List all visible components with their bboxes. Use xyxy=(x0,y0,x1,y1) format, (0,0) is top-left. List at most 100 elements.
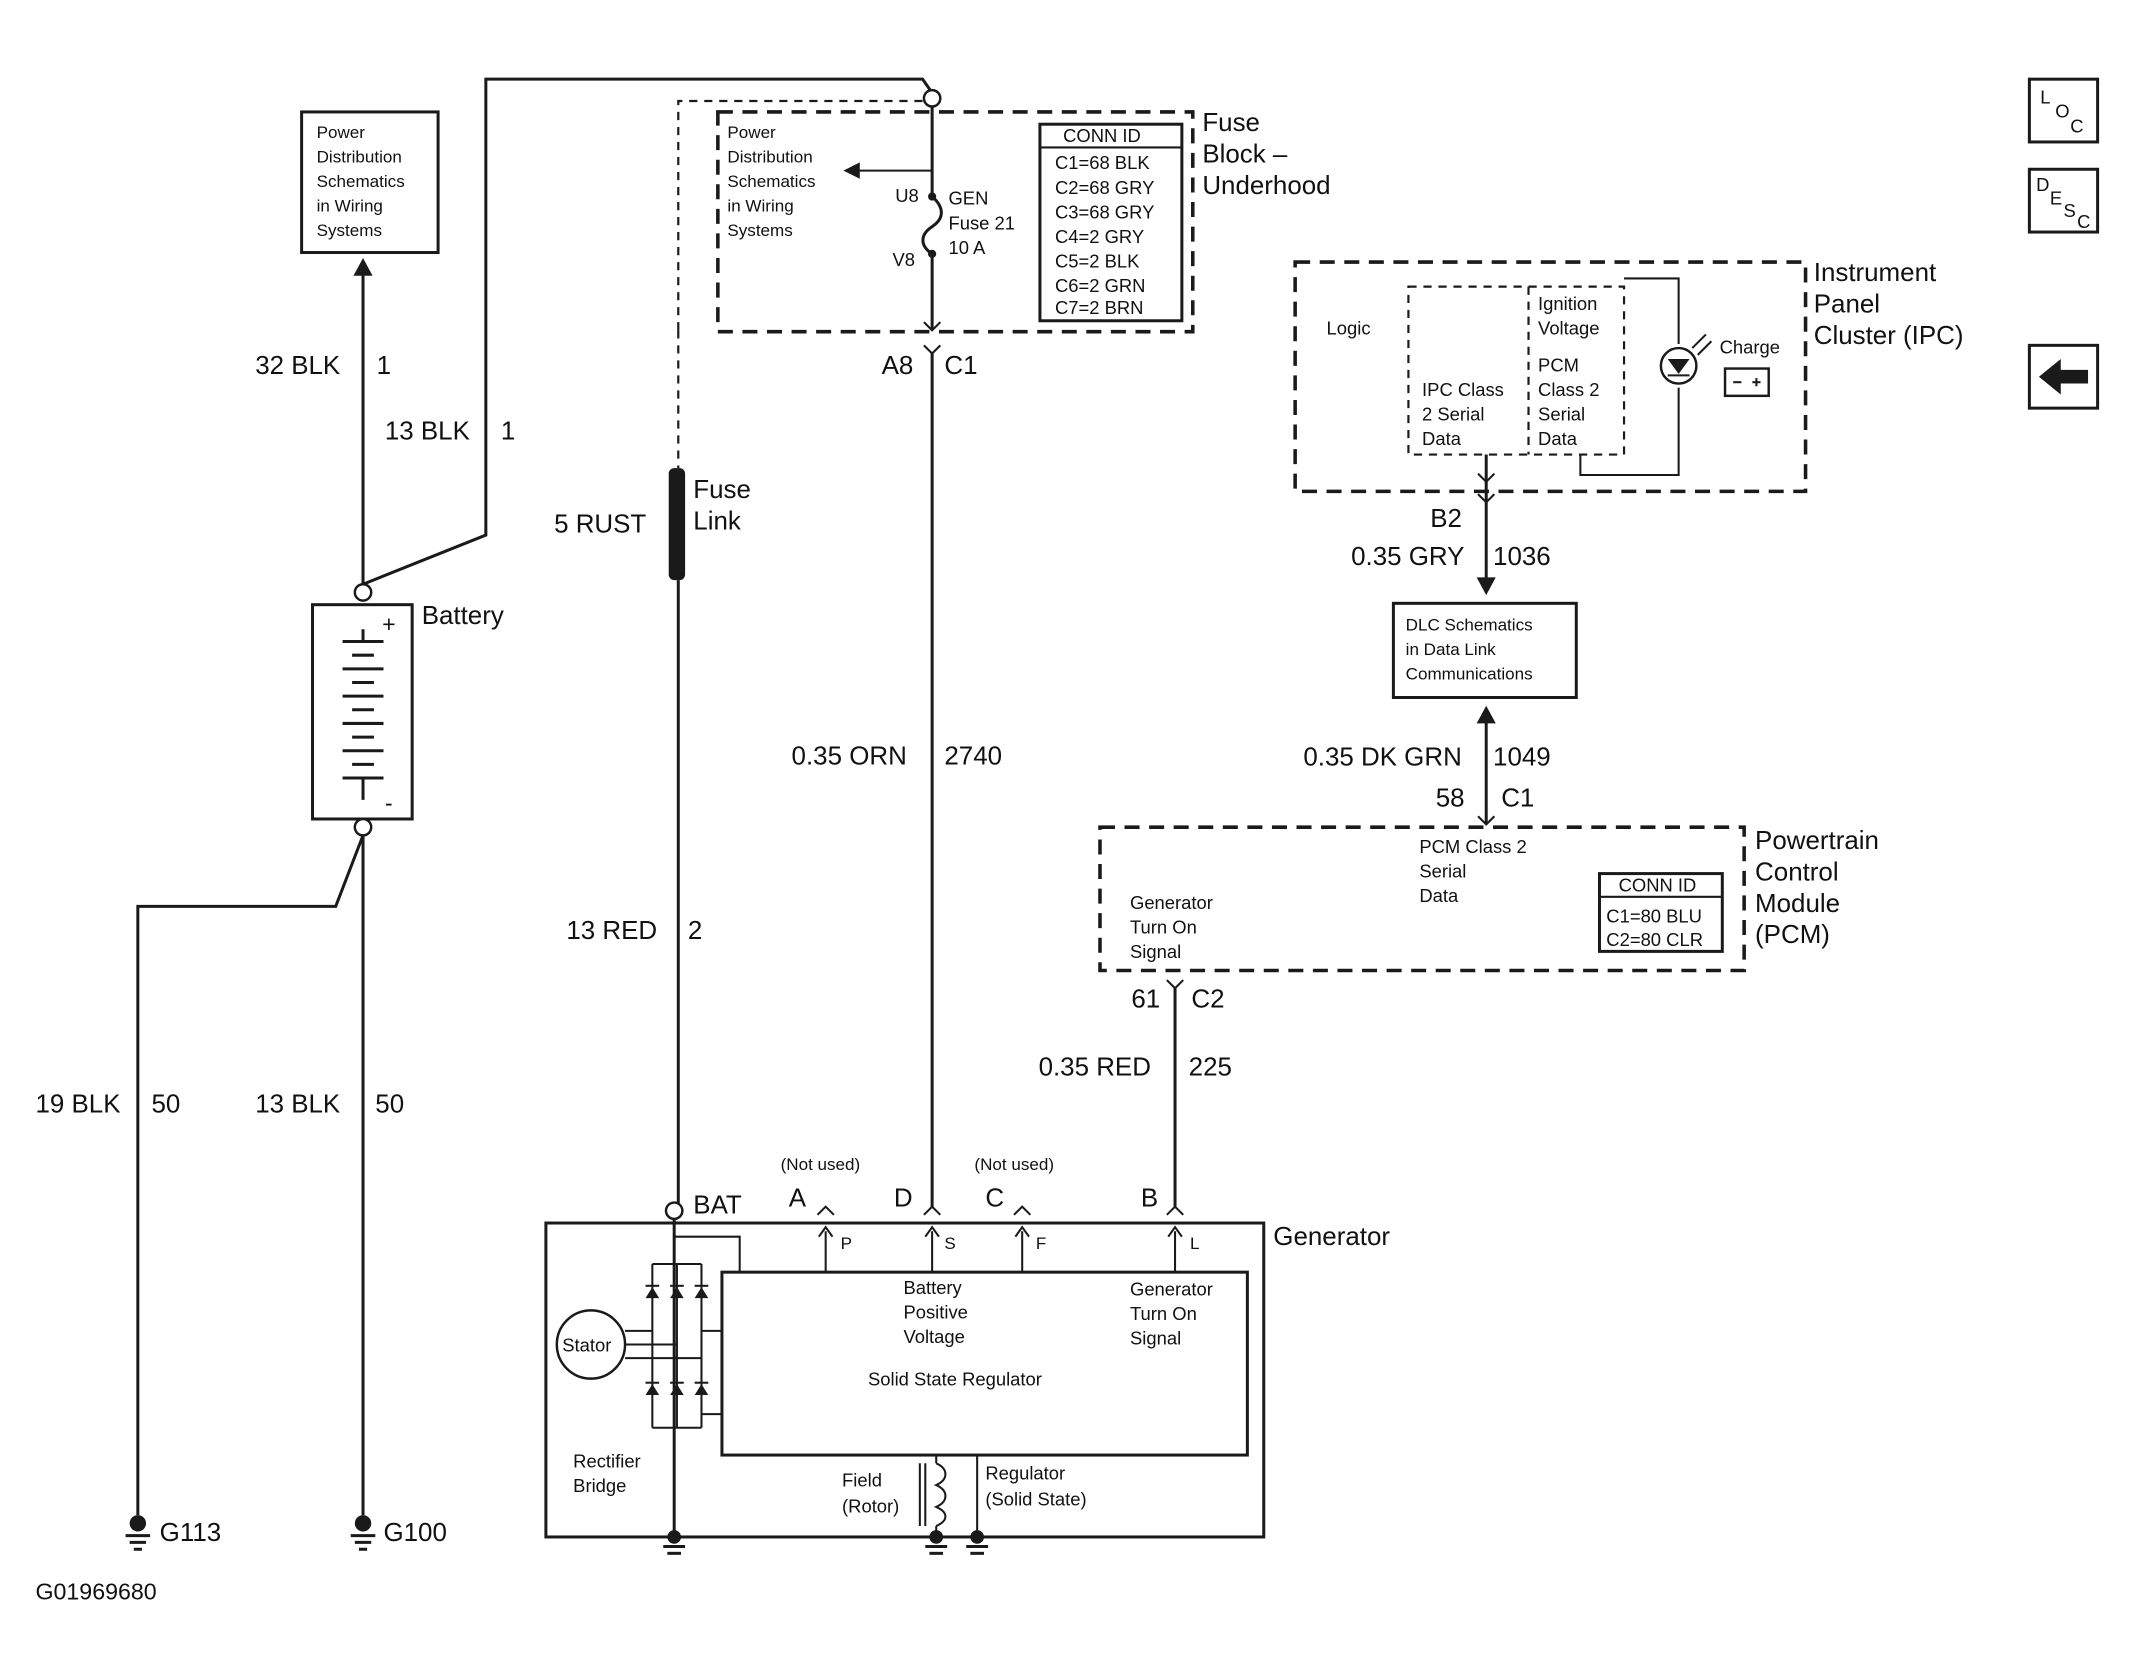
svg-text:Distribution: Distribution xyxy=(727,147,812,166)
svg-text:Generator: Generator xyxy=(1130,1278,1213,1299)
svg-text:(Not used): (Not used) xyxy=(974,1155,1054,1174)
terminal-d: D S xyxy=(894,1185,956,1273)
ground-icon xyxy=(966,1530,989,1555)
svg-text:13 BLK: 13 BLK xyxy=(385,418,470,446)
terminal-a: (Not used) A P xyxy=(781,1155,861,1273)
svg-text:50: 50 xyxy=(151,1090,180,1118)
svg-text:C: C xyxy=(2070,115,2083,136)
svg-text:P: P xyxy=(841,1234,852,1253)
ground-icon xyxy=(925,1530,948,1555)
svg-text:Class 2: Class 2 xyxy=(1538,379,1599,400)
svg-text:Serial: Serial xyxy=(1419,861,1466,882)
svg-text:Instrument: Instrument xyxy=(1814,259,1937,287)
svg-text:Voltage: Voltage xyxy=(1538,317,1599,338)
svg-text:Data: Data xyxy=(1422,428,1462,449)
svg-text:58: 58 xyxy=(1436,785,1465,813)
svg-text:225: 225 xyxy=(1189,1054,1232,1082)
desc-button[interactable]: D E S C xyxy=(2027,167,2100,234)
fuse-link[interactable]: Fuse Link xyxy=(668,468,751,581)
ground-icon xyxy=(663,1530,686,1555)
svg-text:C5=2 BLK: C5=2 BLK xyxy=(1055,251,1140,272)
svg-text:S: S xyxy=(944,1234,955,1253)
svg-text:0.35 DK GRN: 0.35 DK GRN xyxy=(1303,744,1461,772)
field-rotor-icon xyxy=(918,1455,947,1537)
power-distribution-box-left[interactable]: Power Distribution Schematics in Wiring … xyxy=(300,110,440,255)
dlc-box[interactable]: DLC Schematics in Data Link Communicatio… xyxy=(1391,601,1578,700)
svg-text:L: L xyxy=(2040,87,2050,108)
back-button[interactable] xyxy=(2027,343,2100,410)
svg-text:Logic: Logic xyxy=(1327,317,1371,338)
svg-text:2740: 2740 xyxy=(944,742,1002,770)
svg-text:PCM Class 2: PCM Class 2 xyxy=(1419,836,1526,857)
fuse-block-underhood: Fuse Block – Underhood Power Distributio… xyxy=(716,88,1331,334)
svg-text:F: F xyxy=(1036,1234,1046,1253)
svg-text:C7=2 BRN: C7=2 BRN xyxy=(1055,297,1143,318)
svg-text:0.35 RED: 0.35 RED xyxy=(1039,1054,1151,1082)
svg-text:Stator: Stator xyxy=(562,1334,611,1355)
fuse-icon xyxy=(921,195,943,256)
svg-text:13 RED: 13 RED xyxy=(566,917,657,945)
svg-text:Fuse: Fuse xyxy=(1202,109,1260,137)
svg-text:Link: Link xyxy=(693,508,741,536)
ground-g113: G113 xyxy=(125,1515,221,1551)
svg-text:C1: C1 xyxy=(1501,785,1534,813)
svg-text:Field: Field xyxy=(842,1469,882,1490)
svg-text:1: 1 xyxy=(501,418,515,446)
svg-text:GEN: GEN xyxy=(948,188,988,209)
svg-text:Distribution: Distribution xyxy=(317,147,402,166)
svg-text:Turn On: Turn On xyxy=(1130,917,1197,938)
svg-text:BAT: BAT xyxy=(693,1191,742,1219)
svg-text:(Solid State): (Solid State) xyxy=(985,1489,1086,1510)
svg-text:Bridge: Bridge xyxy=(573,1475,626,1496)
svg-text:IPC Class: IPC Class xyxy=(1422,379,1504,400)
wire-13blk-feed: 13 BLK 1 xyxy=(362,77,934,586)
svg-text:19 BLK: 19 BLK xyxy=(35,1090,120,1118)
svg-text:V8: V8 xyxy=(893,249,916,270)
svg-text:61: 61 xyxy=(1131,985,1160,1013)
wire-13red: 13 RED 2 xyxy=(566,330,702,1204)
svg-text:U8: U8 xyxy=(895,185,919,206)
battery[interactable]: + - Battery xyxy=(311,582,504,837)
svg-text:2: 2 xyxy=(688,917,702,945)
figure-id: G01969680 xyxy=(35,1579,156,1605)
power-distribution-box-fuse[interactable]: Power Distribution Schematics in Wiring … xyxy=(727,123,815,240)
battery-icon xyxy=(1723,367,1770,398)
wire-035gry: B2 0.35 GRY 1036 xyxy=(1351,454,1551,596)
ground-icon xyxy=(125,1534,151,1551)
svg-text:1: 1 xyxy=(377,352,391,380)
svg-text:Battery: Battery xyxy=(903,1277,962,1298)
svg-text:C1: C1 xyxy=(944,352,977,380)
stator: Stator xyxy=(555,1309,627,1380)
svg-text:G113: G113 xyxy=(160,1519,221,1547)
svg-text:Underhood: Underhood xyxy=(1202,172,1330,200)
svg-text:G100: G100 xyxy=(383,1519,446,1547)
svg-text:D: D xyxy=(2036,174,2049,195)
wire-035red: 61 C2 0.35 RED 225 xyxy=(1039,979,1232,1207)
svg-text:Power: Power xyxy=(727,123,776,142)
svg-text:Cluster (IPC): Cluster (IPC) xyxy=(1814,322,1964,350)
svg-text:Data: Data xyxy=(1538,428,1578,449)
wire-035dkgrn: 0.35 DK GRN 1049 58 C1 xyxy=(1303,705,1551,826)
svg-text:Control: Control xyxy=(1755,858,1839,886)
svg-text:Fuse 21: Fuse 21 xyxy=(948,212,1015,233)
svg-text:(Not used): (Not used) xyxy=(781,1155,861,1174)
svg-text:Serial: Serial xyxy=(1538,403,1585,424)
svg-text:Signal: Signal xyxy=(1130,941,1181,962)
svg-text:50: 50 xyxy=(375,1090,404,1118)
svg-text:Schematics: Schematics xyxy=(317,172,405,191)
svg-text:B2: B2 xyxy=(1430,505,1462,533)
svg-text:B: B xyxy=(1141,1185,1158,1213)
svg-text:C6=2 GRN: C6=2 GRN xyxy=(1055,275,1146,296)
svg-text:in Wiring: in Wiring xyxy=(727,197,793,216)
wire-19blk-g113: 19 BLK 50 xyxy=(35,834,365,1516)
back-arrow-icon xyxy=(2038,358,2089,395)
rectifier-bridge-icon xyxy=(625,1262,722,1429)
svg-text:10 A: 10 A xyxy=(948,237,986,258)
loc-button[interactable]: L O C xyxy=(2027,77,2100,144)
svg-text:Turn On: Turn On xyxy=(1130,1303,1197,1324)
svg-text:S: S xyxy=(2063,200,2075,221)
solid-state-regulator: Battery Positive Voltage Generator Turn … xyxy=(720,1270,1249,1457)
svg-text:Systems: Systems xyxy=(317,221,382,240)
svg-text:C: C xyxy=(2077,211,2090,232)
